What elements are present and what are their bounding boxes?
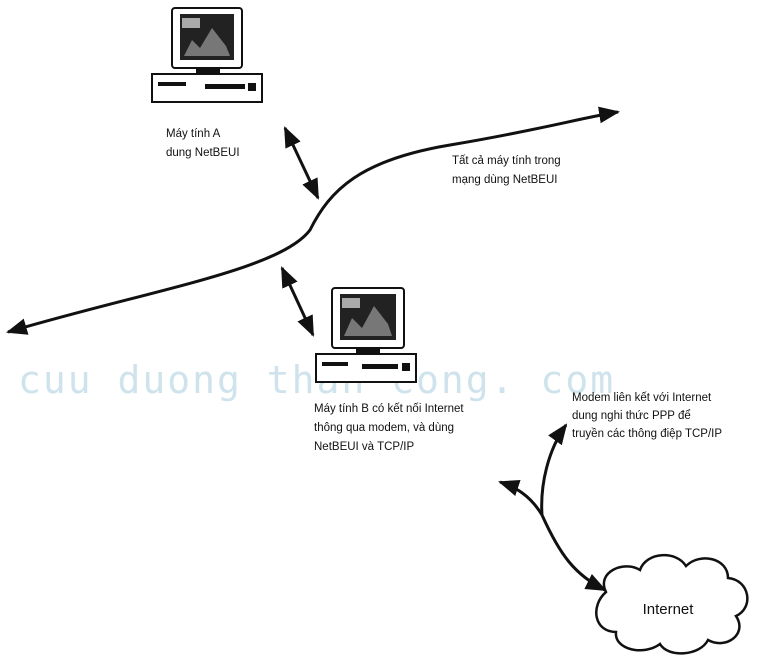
network-label-line: mạng dùng NetBEUI (452, 174, 557, 186)
modem-label: Modem liên kết với Internet dung nghi th… (572, 392, 722, 440)
computer-b-link-arrow (280, 266, 315, 337)
computer-a-label-line: dung NetBEUI (166, 147, 240, 159)
computer-b-icon (315, 287, 417, 383)
modem-link-curve (540, 514, 607, 592)
computer-b-label: Máy tính B có kết nối Internet thông qua… (314, 403, 464, 453)
modem-link-branch-left (498, 480, 544, 516)
internet-label: Internet (643, 601, 695, 618)
computer-b-label-line: thông qua modem, và dùng (314, 422, 454, 434)
modem-link-branch-up (540, 423, 568, 516)
computer-b-label-line: Máy tính B có kết nối Internet (314, 403, 464, 415)
computer-a-label-line: Máy tính A (166, 128, 221, 140)
modem-label-line: dung nghi thức PPP để (572, 410, 691, 422)
network-label: Tất cả máy tính trong mạng dùng NetBEUI (452, 155, 561, 186)
computer-a-link-arrow (283, 126, 320, 200)
internet-cloud-icon (595, 553, 749, 655)
network-label-line: Tất cả máy tính trong (452, 155, 561, 167)
modem-label-line: truyền các thông điệp TCP/IP (572, 428, 722, 440)
computer-b-label-line: NetBEUI và TCP/IP (314, 441, 414, 453)
modem-label-line: Modem liên kết với Internet (572, 392, 712, 404)
computer-a-label: Máy tính A dung NetBEUI (166, 128, 240, 159)
lan-cable-curve (5, 106, 621, 335)
computer-a-icon (151, 7, 263, 103)
